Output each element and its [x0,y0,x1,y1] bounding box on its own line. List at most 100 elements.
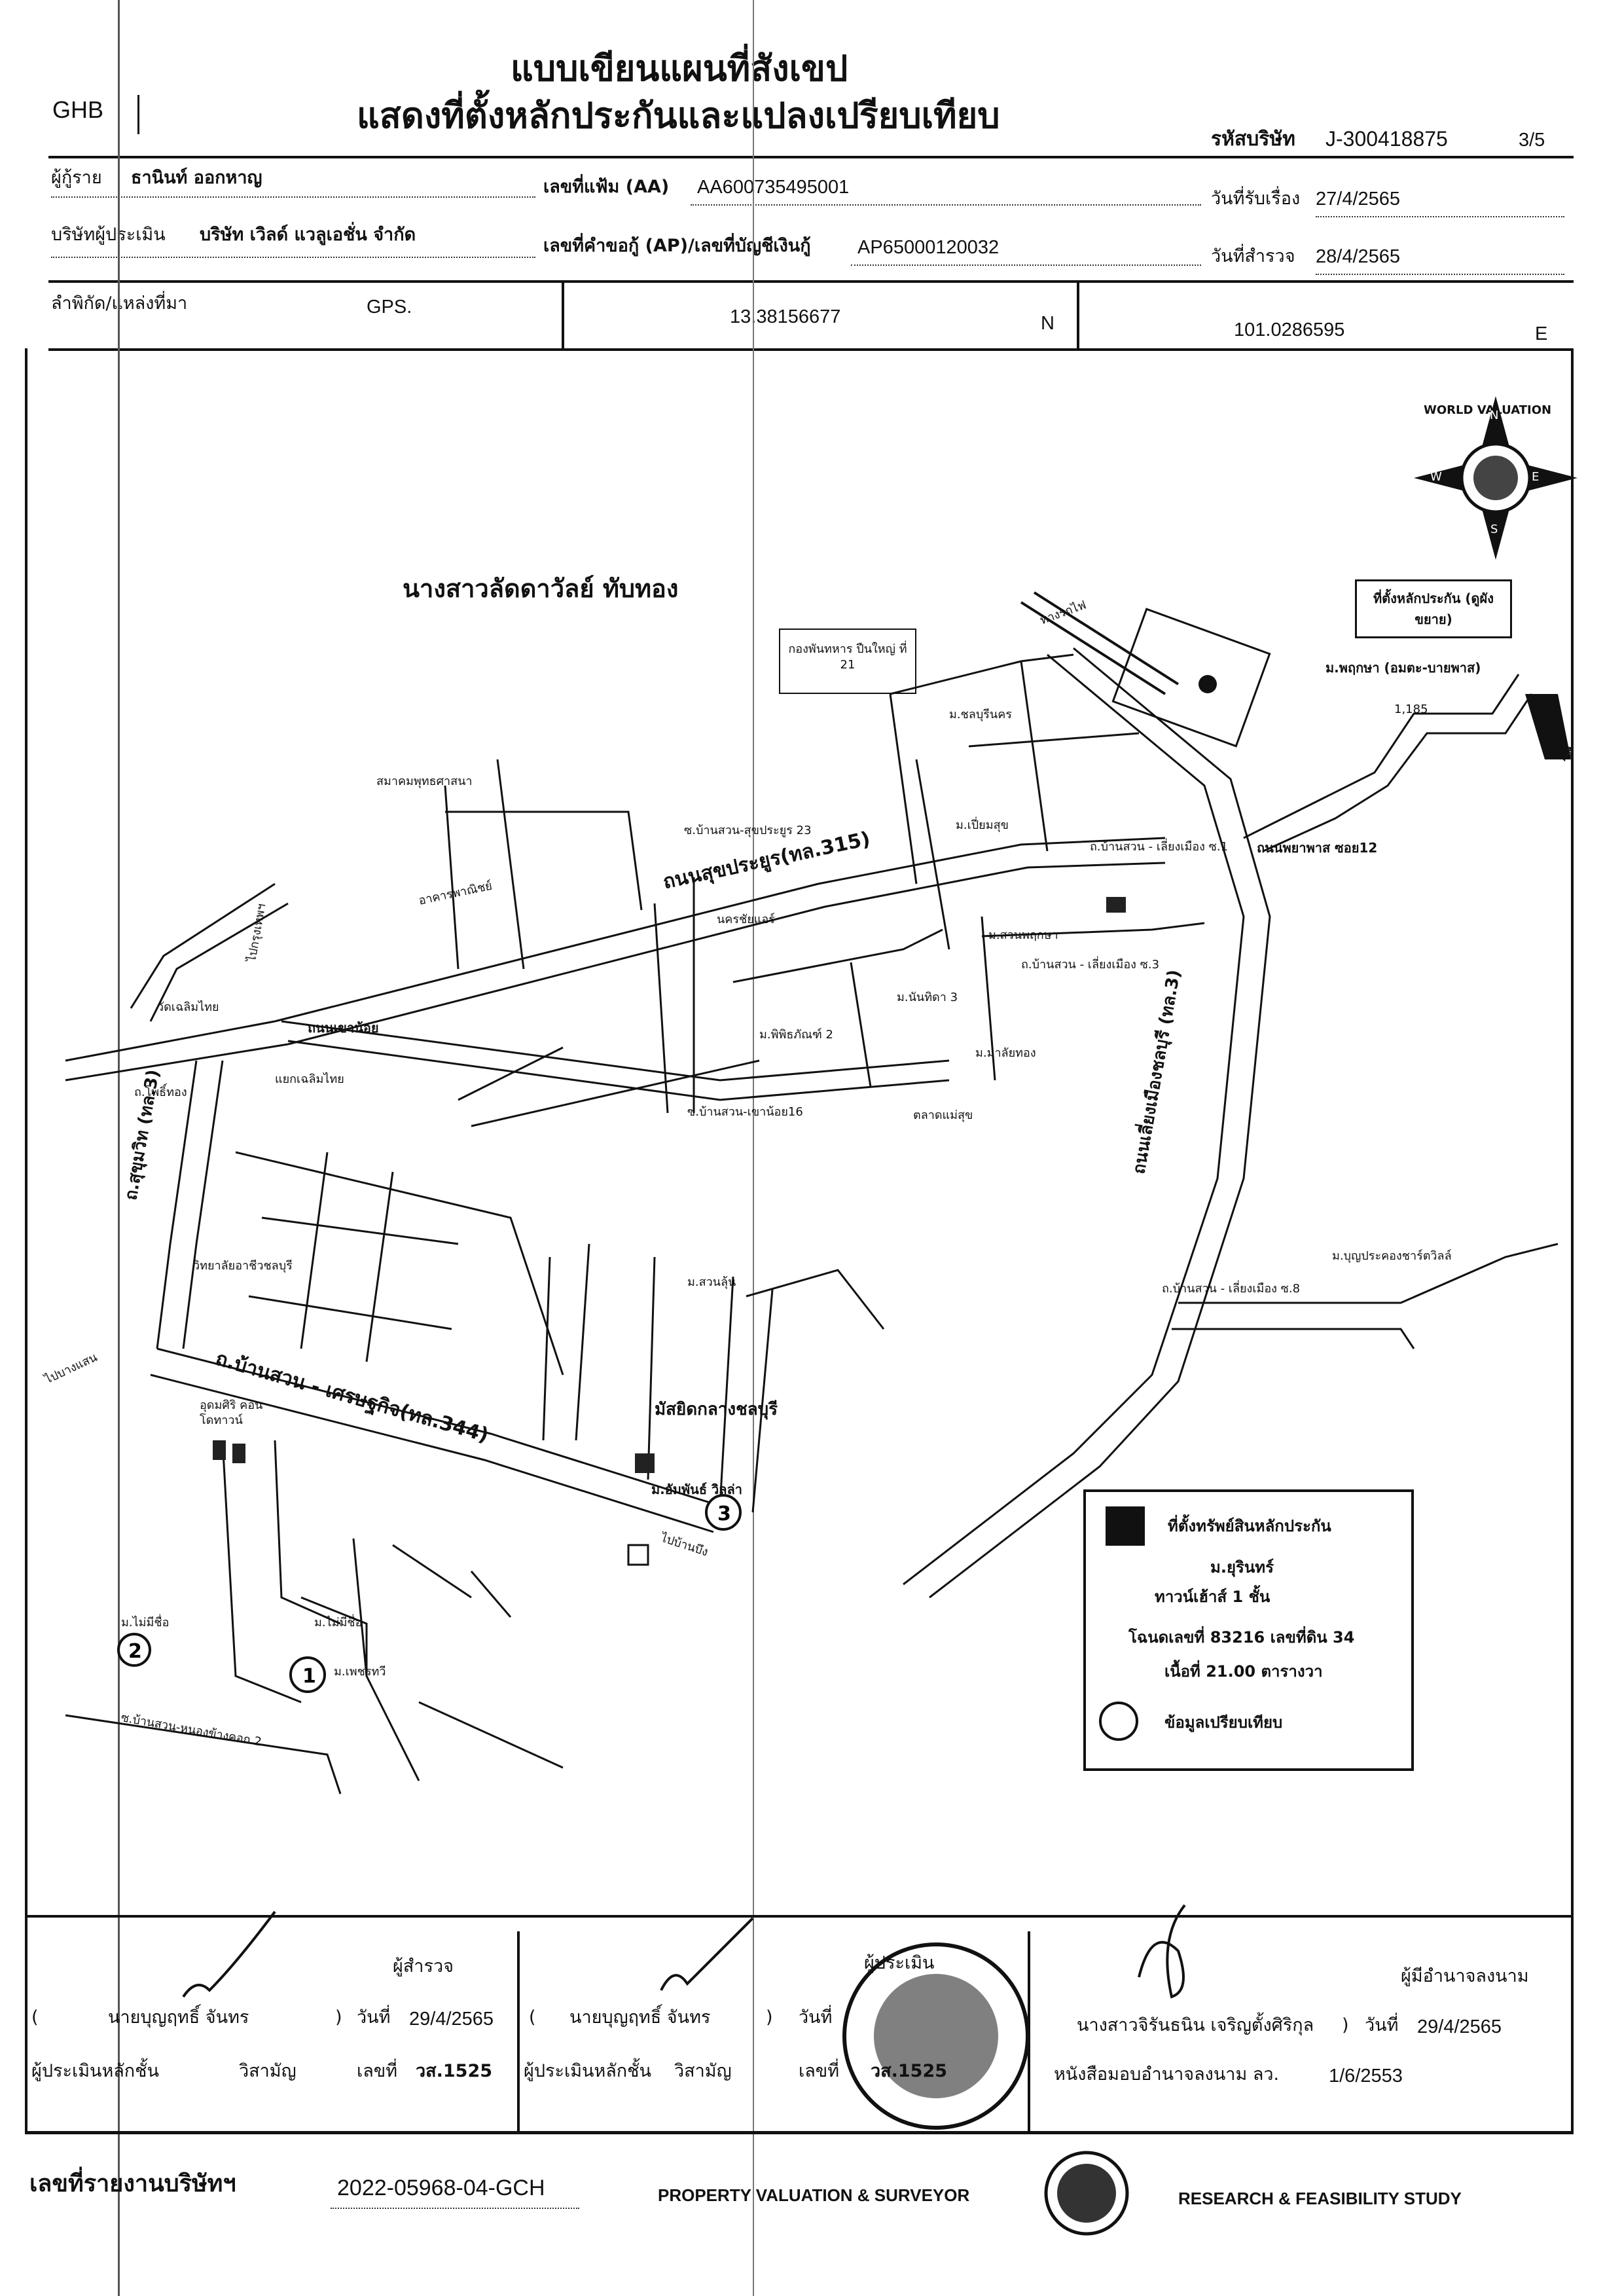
chonsuk-label: วัดเฉลิมไทย [157,1000,219,1014]
meiyansuk-label: ม.เปี่ยมสุข [956,818,1009,832]
loan-no: AP65000120032 [857,237,1000,258]
compass-north: N [1490,409,1499,422]
surveyor-date: 29/4/2565 [409,2009,494,2030]
chonburi-city-label: ม.ชลบุรีนคร [949,708,1012,721]
company-code: J-300418875 [1325,127,1448,151]
phonthong-label: ถ.โพธิ์ทอง [134,1085,187,1099]
loan-no-label: เลขที่คำขอกู้ (AP)/เลขที่บัญชีเงินกู้ [543,236,811,256]
khaonoi16-label: ซ.บ้านสวน-เขาน้อย16 [687,1105,803,1119]
longitude: 101.0286595 [1234,319,1345,340]
footer-tag-1: PROPERTY VALUATION & SURVEYOR [658,2185,970,2205]
bansuan-soi3-label: ถ.บ้านสวน - เลี่ยงเมือง ซ.3 [1021,958,1160,972]
comp2-label: ม.ไม่มีชื่อ [121,1616,170,1630]
survey-label: วันที่สำรวจ [1211,246,1295,266]
title-line-2: แสดงที่ตั้งหลักประกันและแปลงเปรียบเทียบ [357,95,1000,136]
nongmon-label: ม.นันทิดา 3 [897,991,958,1004]
location-box: ที่ตั้งหลักประกัน (ดูผังขยาย) [1355,579,1512,638]
udomsri-label: อุดมศิริ คอนโดทาวน์ [200,1398,263,1428]
scan-line [118,0,120,2296]
watchee-label: ม.สวนพฤกษา [988,928,1058,942]
legend-project: ม.ยุรินทร์ [1210,1558,1274,1576]
collateral-swatch-icon [1106,1506,1145,1546]
report-label: เลขที่รายงานบริษัทฯ [29,2170,236,2197]
appraiser-name: นายบุญฤทธิ์ จันทร [569,2007,711,2028]
appraiser-co: บริษัท เวิลด์ แวลูเอชั่น จำกัด [200,225,416,245]
legend-deed: โฉนดเลขที่ 83216 เลขที่ดิน 34 [1128,1628,1355,1647]
yurin2-label: ม.ยุริ [1545,745,1574,761]
km-marker: 1,185 [1394,702,1428,716]
borrower-name: ธานินท์ ออกหาญ [131,168,262,188]
legend-area: เนื้อที่ 21.00 ตารางวา [1164,1662,1323,1681]
title-line-1: แบบเขียนแผนที่สังเขป [511,48,848,89]
army-box: กองพันทหาร ปืนใหญ่ ที่ 21 [779,629,916,694]
longitude-dir: E [1535,323,1548,344]
kasemrat-label: ม.มาลัยทอง [975,1046,1036,1060]
comp3-label: ม.อัมพันธ์ วิลล่า [651,1482,742,1497]
sukprayoon23-label: ซ.บ้านสวน-สุขประยูร 23 [684,824,812,837]
file-no: AA600735495001 [697,177,850,198]
phaiphan-label: ม.พิพิธภัณฑ์ 2 [759,1028,833,1042]
surveyor-name: นายบุญฤทธิ์ จันทร [108,2007,249,2028]
received-label: วันที่รับเรื่อง [1211,189,1301,209]
company-code-label: รหัสบริษัท [1211,128,1295,151]
scan-line [753,0,754,2296]
appraiser-no-label: เลขที่ [799,2061,840,2081]
thaichoen-label: แยกเฉลิมไทย [275,1072,344,1086]
authorized-role: ผู้มีอำนาจลงนาม [1401,1966,1529,1986]
authorized-date: 29/4/2565 [1417,2016,1502,2037]
bansuan-soi8-label: ถ.บ้านสวน - เลี่ยงเมือง ซ.8 [1162,1282,1301,1296]
road-phaiyapan: ถนนพยาพาส ซอย12 [1257,840,1378,856]
toys-label: ตลาดแม่สุข [913,1108,973,1122]
appraiser-level-label: ผู้ประเมินหลักชั้น [524,2061,651,2081]
power-label: หนังสือมอบอำนาจลงนาม ลว. [1054,2064,1280,2085]
dusit-label: นครชัยแอร์ [717,913,775,926]
surveyor-role: ผู้สำรวจ [393,1956,454,1977]
signature-icon [182,1904,1186,1999]
comp-marker-2: 2 [128,1640,142,1663]
bank-code: GHB [52,96,104,123]
legend-compare: ข้อมูลเปรียบเทียบ [1164,1713,1283,1732]
legend-type: ทาวน์เฮ้าส์ 1 ชั้น [1155,1588,1271,1606]
page-number: 3/5 [1519,130,1545,151]
legend-title: ที่ตั้งทรัพย์สินหลักประกัน [1168,1517,1331,1535]
surveyor-level-label: ผู้ประเมินหลักชั้น [31,2061,159,2081]
owner-name: นางสาวลัดดาวัลย์ ทับทอง [403,574,679,603]
surveyor-date-label: วันที่ [357,2007,391,2028]
bansuan-soi1-label: ถ.บ้านสวน - เลี่ยงเมือง ซ.1 [1090,840,1229,854]
surveyor-level: วิสามัญ [239,2061,297,2081]
appraiser-level: วิสามัญ [674,2061,732,2081]
survey-date: 28/4/2565 [1316,246,1401,267]
appraiser-co-label: บริษัทผู้ประเมิน [51,225,166,245]
mosque-label: มัสยิดกลางชลบุรี [655,1400,778,1419]
appraiser-date-label: วันที่ [799,2007,833,2028]
comp-marker-3: 3 [717,1503,731,1525]
received-date: 27/4/2565 [1316,189,1401,210]
divider [137,95,139,134]
suanlek-label: ม.สวนลุ้น [687,1275,736,1289]
road-khaonoi: ถนนเขาน้อย [308,1020,379,1036]
borrower-label: ผู้กู้ราย [51,168,102,188]
compass-west: W [1430,470,1442,484]
compass-east: E [1532,470,1540,484]
latitude-dir: N [1041,313,1054,334]
authorized-name: นางสาวจิรันธนิน เจริญตั้งศิริกุล [1077,2015,1314,2035]
footer-logo-icon [1044,2151,1129,2236]
compare-circle-icon [1099,1702,1138,1741]
yurin-label: ม.พฤกษา (อมตะ-บายพาส) [1325,660,1481,676]
appraiser-role: ผู้ประเมิน [864,1953,935,1973]
report-number: 2022-05968-04-GCH [337,2176,545,2200]
surveyor-no-label: เลขที่ [357,2061,398,2081]
surveyor-no: วส.1525 [416,2061,493,2081]
map-legend: ที่ตั้งทรัพย์สินหลักประกัน ม.ยุรินทร์ ทา… [1083,1489,1414,1771]
comp-marker-1: 1 [302,1665,316,1688]
power-date: 1/6/2553 [1329,2066,1403,2086]
sriwit-label: วิทยาลัยอาชีวชลบุรี [193,1259,293,1273]
authorized-date-label: วันที่ [1365,2015,1399,2035]
bunprakong-label: ม.บุญประคองชาร์ตวิลล์ [1332,1249,1452,1263]
latitude: 13.38156677 [730,306,841,327]
temple-label: สมาคมพุทธศาสนา [376,774,473,788]
appraiser-no: วส.1525 [871,2061,948,2081]
compass-icon [1414,396,1577,560]
footer-tag-2: RESEARCH & FEASIBILITY STUDY [1178,2189,1462,2208]
